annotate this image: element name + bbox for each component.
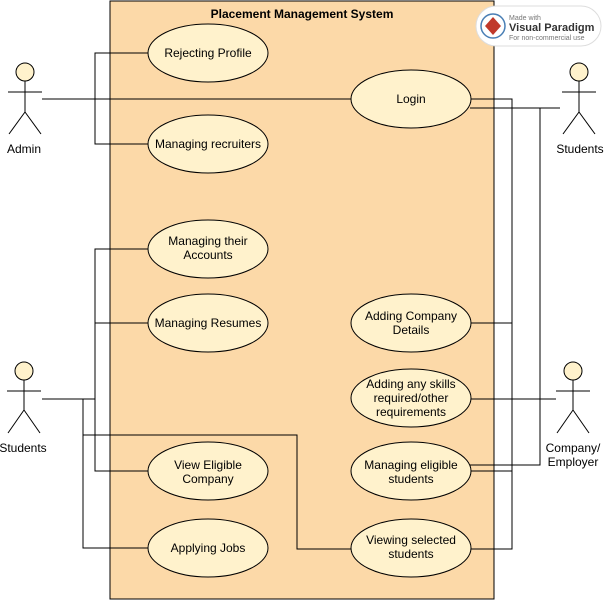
actor-company [556,361,590,434]
use-case-viewing-selected-students: Viewing selected students [350,518,472,578]
assoc-company-students-link [470,108,541,466]
use-case-label: Company [182,472,233,486]
watermark-brand: Visual Paradigm [509,22,595,34]
assoc-students-resumes [94,322,150,399]
use-case-applying-jobs: Applying Jobs [147,518,269,578]
associations [42,52,560,550]
assoc-admin-managing-recruiters [94,99,150,145]
use-case-label: required/other [374,391,449,405]
actor-students-left-label: Students [0,441,47,455]
use-case-label: students [388,547,433,561]
use-case-label: Managing recruiters [155,137,261,151]
use-case-login: Login [350,69,472,129]
watermark-note: For non-commercial use [509,35,585,42]
use-case-adding-company-details: Adding Company Details [350,293,472,353]
assoc-students-login [82,399,352,550]
actor-admin-label: Admin [7,142,41,156]
use-case-managing-accounts: Managing their Accounts [147,219,269,279]
use-case-label: Applying Jobs [171,541,246,555]
actor-company-label-line2: Employer [548,455,599,469]
visual-paradigm-logo-icon [485,17,501,35]
use-case-label: View Eligible [174,458,242,472]
use-case-adding-skills: Adding any skills required/other require… [350,368,472,428]
visual-paradigm-watermark: Made with Visual Paradigm For non-commer… [475,5,602,47]
use-case-label: Adding Company [365,309,457,323]
use-case-label: Managing their [168,234,247,248]
assoc-students-applying [82,399,150,549]
watermark-made-with: Made with [509,15,541,22]
use-case-managing-eligible-students: Managing eligible students [350,441,472,501]
actor-students-left [7,361,41,434]
use-case-label: students [388,472,433,486]
use-case-label: Details [393,323,430,337]
use-case-label: Adding any skills [366,377,455,391]
use-case-label: Rejecting Profile [164,46,252,60]
use-case-label: Managing eligible [364,458,458,472]
use-case-label: Login [396,92,425,106]
use-case-view-eligible-company: View Eligible Company [147,441,269,501]
use-case-label: Accounts [183,248,232,262]
system-title: Placement Management System [211,7,394,21]
actor-company-label-line1: Company/ [546,441,601,455]
actor-admin [8,62,42,135]
use-case-label: Managing Resumes [155,316,262,330]
assoc-company-eligible [470,399,513,472]
actor-students-right [562,62,596,135]
use-case-label: requirements [376,405,446,419]
use-case-managing-recruiters: Managing recruiters [147,114,269,174]
actor-students-right-label: Students [556,142,603,156]
use-case-managing-resumes: Managing Resumes [147,293,269,353]
use-case-label: Viewing selected [366,533,456,547]
use-case-rejecting-profile: Rejecting Profile [147,23,269,83]
